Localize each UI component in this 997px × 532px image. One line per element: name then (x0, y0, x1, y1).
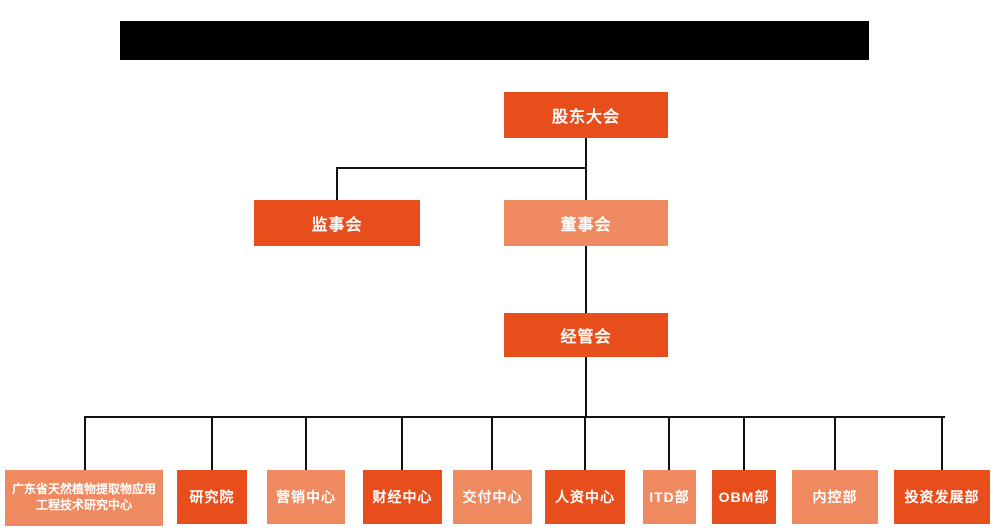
connector-drop-7 (668, 416, 670, 470)
connector-drop-9 (834, 416, 836, 470)
connector-branch-to-supervisory (336, 167, 338, 200)
org-node-management-committee: 经管会 (504, 313, 668, 357)
connector-management-to-rail (585, 357, 587, 417)
org-node-delivery-center: 交付中心 (453, 470, 532, 524)
connector-drop-3 (305, 416, 307, 470)
connector-drop-8 (743, 416, 745, 470)
connector-drop-2 (211, 416, 213, 470)
connector-drop-5 (491, 416, 493, 470)
connector-shareholders-to-board (585, 138, 587, 200)
redacted-title-bar (120, 21, 869, 60)
org-node-supervisory-board: 监事会 (254, 200, 420, 246)
org-node-research-center: 广东省天然植物提取物应用工程技术研究中心 (5, 470, 163, 526)
connector-drop-1 (84, 416, 86, 470)
org-node-obm-department: OBM部 (712, 470, 776, 524)
org-node-marketing-center: 营销中心 (267, 470, 345, 524)
connector-drop-6 (584, 416, 586, 470)
org-node-investment-development-department: 投资发展部 (894, 470, 990, 524)
org-node-internal-control-department: 内控部 (792, 470, 878, 524)
org-node-research-institute: 研究院 (177, 470, 247, 524)
connector-departments-rail (84, 416, 945, 418)
org-node-finance-center: 财经中心 (363, 470, 442, 524)
org-node-board-of-directors: 董事会 (504, 200, 668, 246)
org-node-hr-center: 人资中心 (545, 470, 625, 524)
connector-branch-horizontal (336, 167, 587, 169)
org-node-shareholders-meeting: 股东大会 (504, 92, 668, 138)
connector-board-to-management (585, 246, 587, 313)
connector-drop-4 (401, 416, 403, 470)
connector-drop-10 (941, 416, 943, 470)
org-node-itd-department: ITD部 (643, 470, 696, 524)
